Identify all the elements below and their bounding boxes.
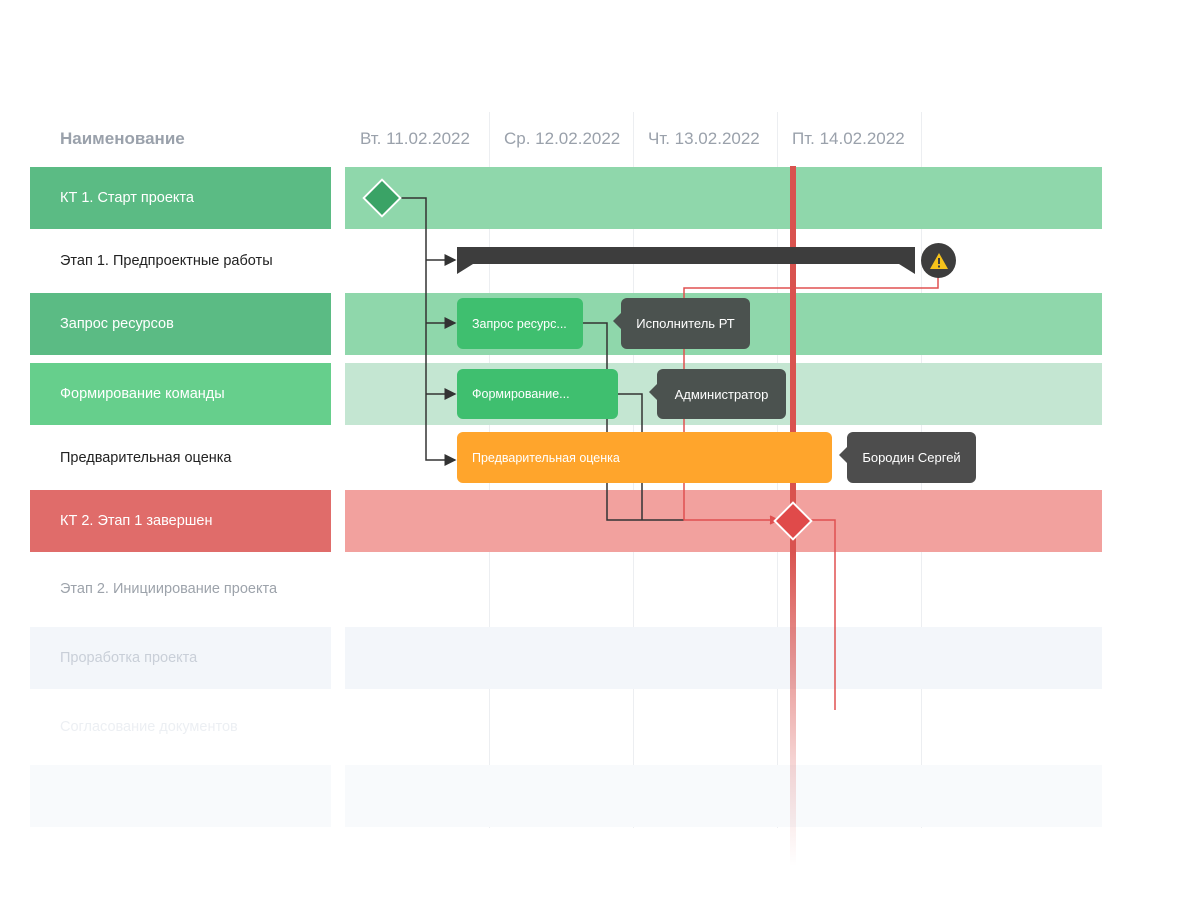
row-name-stage2[interactable]: Этап 2. Инициирование проекта bbox=[60, 581, 278, 597]
timeline-band-kt1 bbox=[345, 167, 1102, 229]
assignee-tooltip-team: Администратор bbox=[649, 369, 786, 419]
stage1-summary-bar[interactable] bbox=[456, 247, 916, 275]
row-name-kt2[interactable]: КТ 2. Этап 1 завершен bbox=[30, 490, 331, 552]
row-name-empty bbox=[30, 765, 331, 827]
row-name-resources[interactable]: Запрос ресурсов bbox=[30, 293, 331, 355]
assignee-tooltip-resources: Исполнитель РТ bbox=[613, 298, 750, 349]
row-name-team[interactable]: Формирование команды bbox=[30, 363, 331, 425]
row-name-stage1[interactable]: Этап 1. Предпроектные работы bbox=[60, 253, 273, 269]
date-header-2: Ср. 12.02.2022 bbox=[504, 129, 621, 148]
task-bar-resources[interactable]: Запрос ресурс... bbox=[457, 298, 583, 349]
row-name-kt1[interactable]: КТ 1. Старт проекта bbox=[30, 167, 331, 229]
column-header-name: Наименование bbox=[60, 129, 185, 148]
date-header-3: Чт. 13.02.2022 bbox=[648, 129, 760, 148]
date-header-4: Пт. 14.02.2022 bbox=[792, 129, 905, 148]
timeline-band-elaboration bbox=[345, 627, 1102, 689]
assignee-tooltip-estimate: Бородин Сергей bbox=[839, 432, 976, 483]
timeline-band-empty bbox=[345, 765, 1102, 827]
assignee-name: Исполнитель РТ bbox=[636, 316, 735, 331]
task-bar-estimate[interactable]: Предварительная оценка bbox=[457, 432, 832, 483]
assignee-name: Администратор bbox=[674, 386, 769, 402]
task-bar-team[interactable]: Формирование... bbox=[457, 369, 618, 419]
row-name-elaboration[interactable]: Проработка проекта bbox=[30, 627, 331, 689]
timeline-band-kt2 bbox=[345, 490, 1102, 552]
row-name-estimate[interactable]: Предварительная оценка bbox=[60, 450, 232, 466]
row-name-approval[interactable]: Согласование документов bbox=[60, 719, 238, 735]
assignee-name: Бородин Сергей bbox=[862, 450, 961, 465]
date-header-1: Вт. 11.02.2022 bbox=[360, 129, 470, 148]
warning-icon[interactable] bbox=[921, 243, 956, 278]
